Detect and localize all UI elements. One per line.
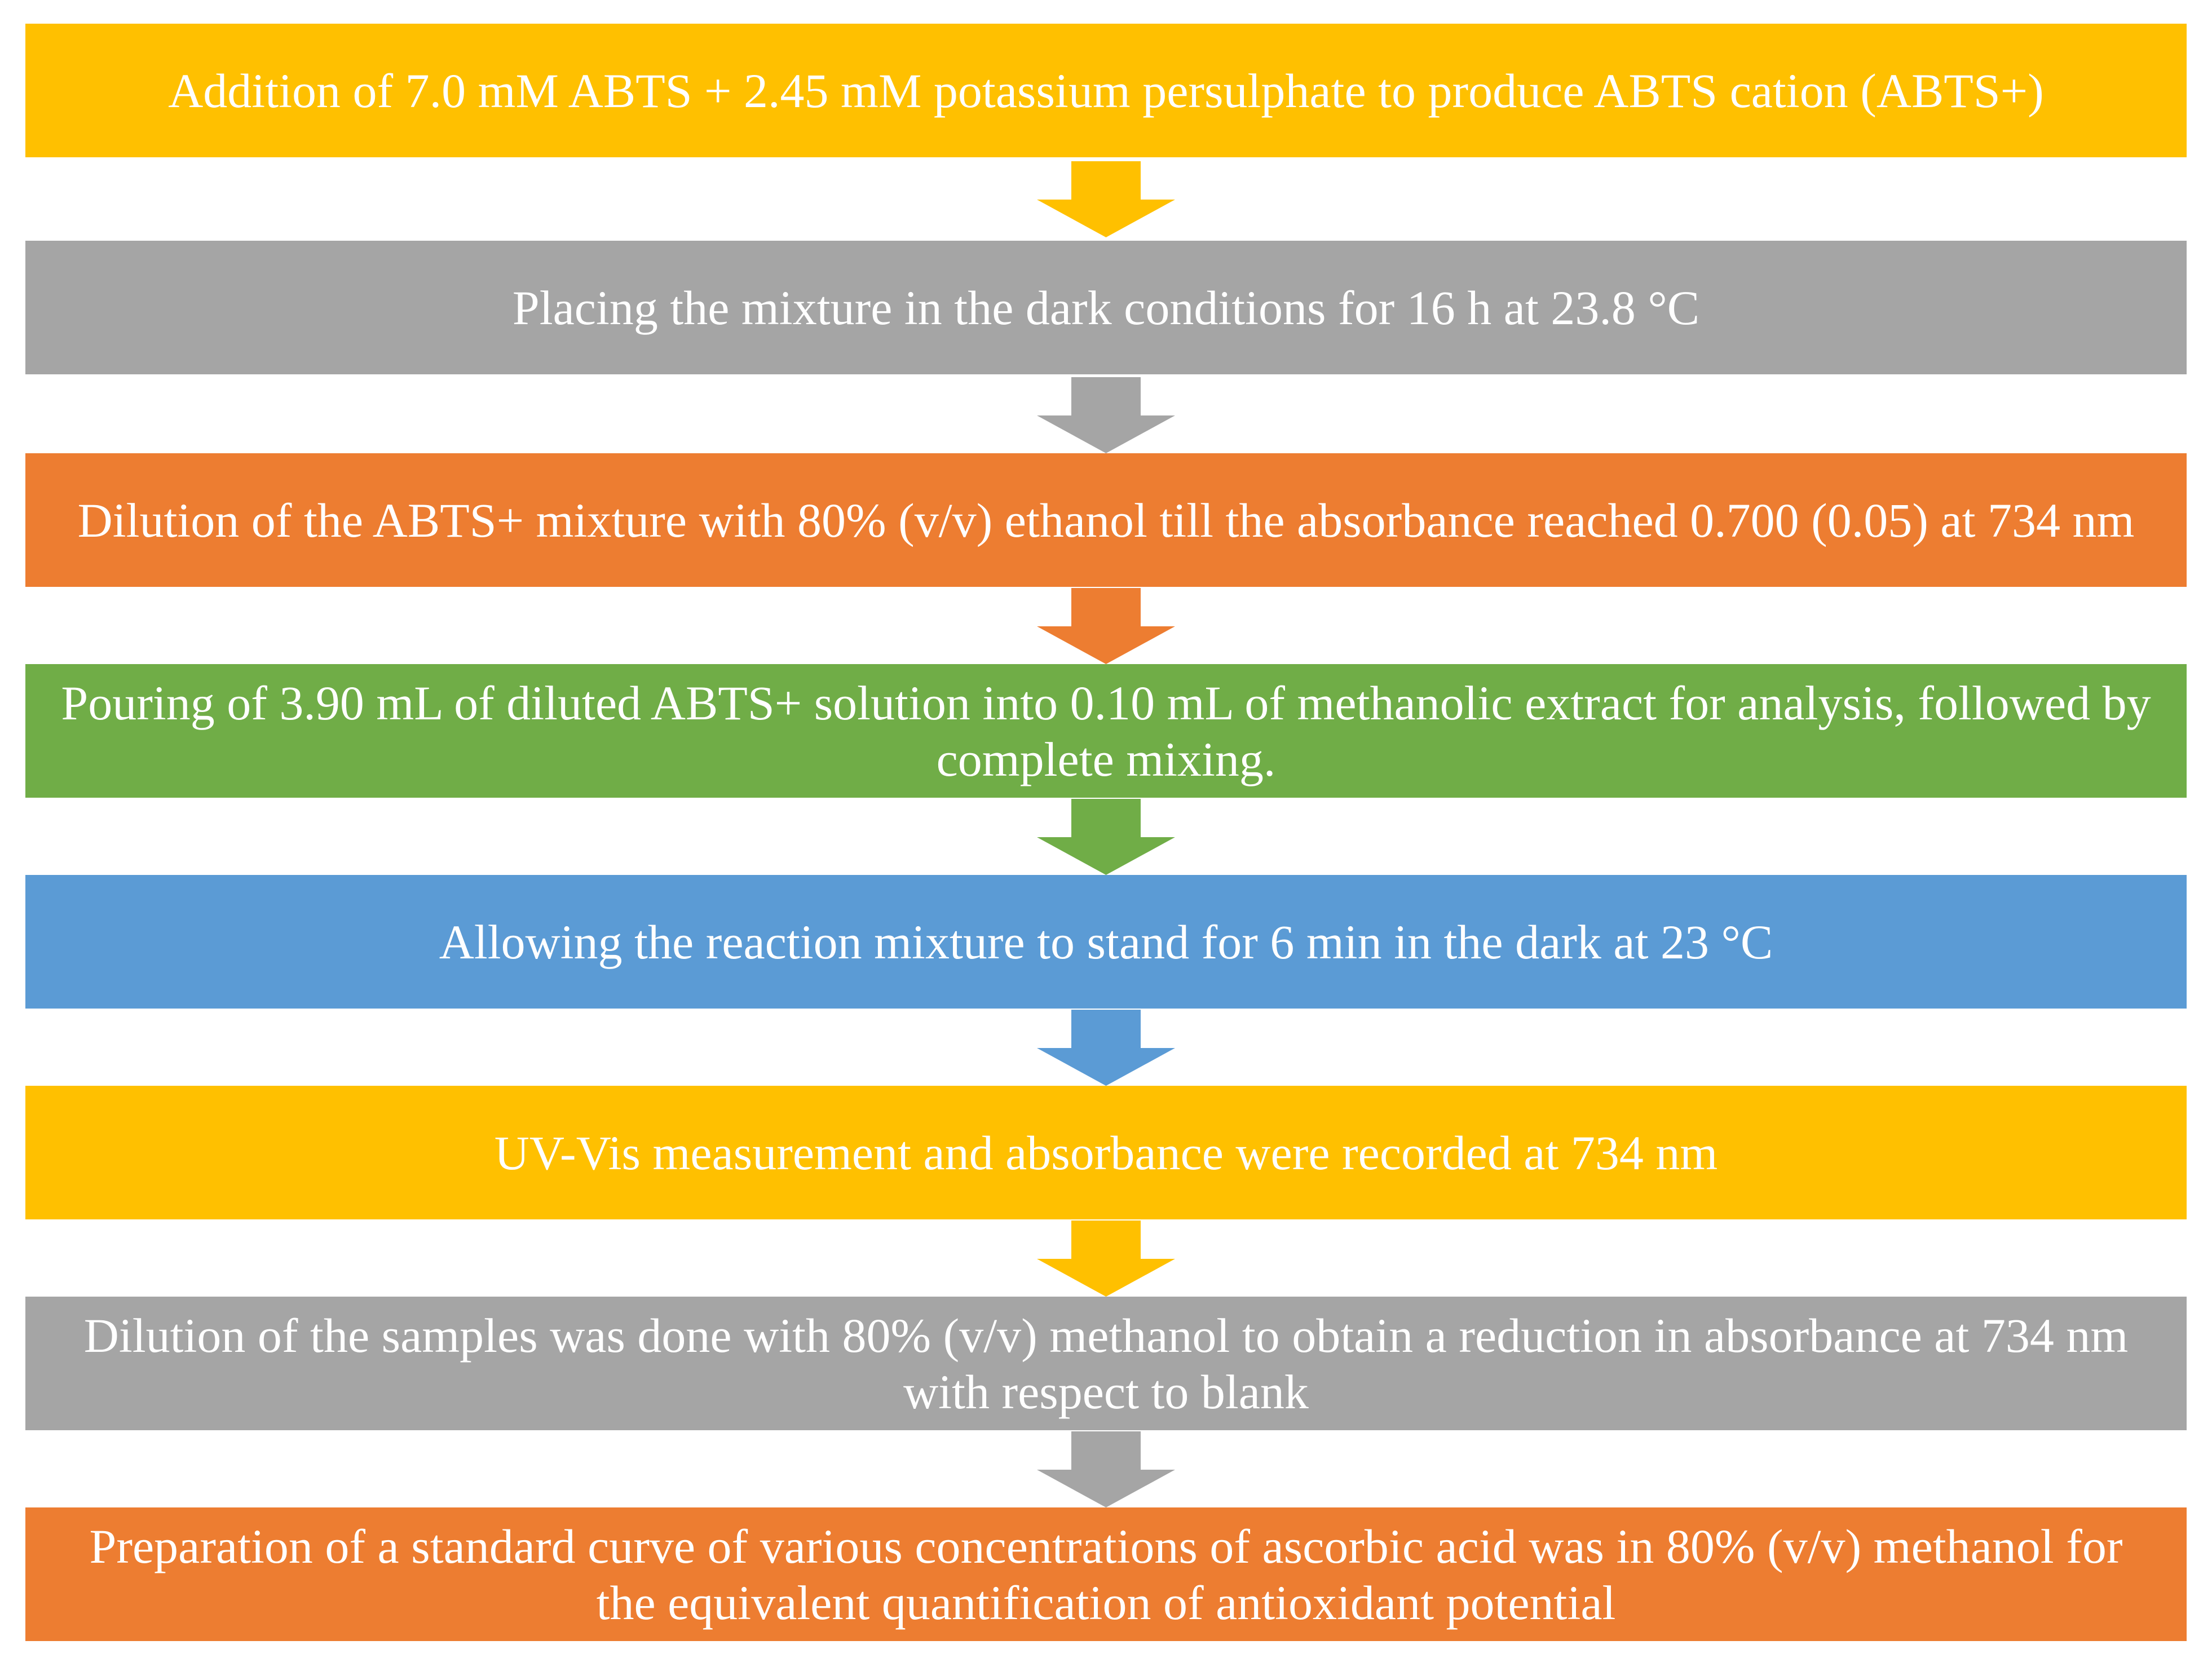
down-arrow-3-icon [1037, 588, 1175, 664]
step-7-box: Dilution of the samples was done with 80… [25, 1297, 2187, 1430]
step-3-box: Dilution of the ABTS+ mixture with 80% (… [25, 453, 2187, 587]
down-arrow-2-icon [1037, 377, 1175, 453]
down-arrow-7-icon [1037, 1431, 1175, 1507]
down-arrow-1-icon [1037, 161, 1175, 237]
down-arrow-6-icon [1037, 1221, 1175, 1297]
step-1-text: Addition of 7.0 mM ABTS + 2.45 mM potass… [168, 63, 2044, 118]
step-6-box: UV-Vis measurement and absorbance were r… [25, 1086, 2187, 1219]
step-7-text: Dilution of the samples was done with 80… [83, 1308, 2129, 1419]
step-5-box: Allowing the reaction mixture to stand f… [25, 875, 2187, 1009]
step-6-text: UV-Vis measurement and absorbance were r… [494, 1125, 1718, 1180]
step-4-box: Pouring of 3.90 mL of diluted ABTS+ solu… [25, 664, 2187, 798]
down-arrow-5-icon [1037, 1010, 1175, 1086]
step-4-text: Pouring of 3.90 mL of diluted ABTS+ solu… [61, 675, 2151, 786]
step-2-text: Placing the mixture in the dark conditio… [512, 280, 1700, 335]
step-1-box: Addition of 7.0 mM ABTS + 2.45 mM potass… [25, 24, 2187, 157]
step-8-box: Preparation of a standard curve of vario… [25, 1507, 2187, 1641]
step-2-box: Placing the mixture in the dark conditio… [25, 241, 2187, 374]
step-5-text: Allowing the reaction mixture to stand f… [439, 914, 1773, 969]
down-arrow-4-icon [1037, 799, 1175, 875]
step-3-text: Dilution of the ABTS+ mixture with 80% (… [77, 493, 2135, 547]
step-8-text: Preparation of a standard curve of vario… [89, 1519, 2123, 1630]
